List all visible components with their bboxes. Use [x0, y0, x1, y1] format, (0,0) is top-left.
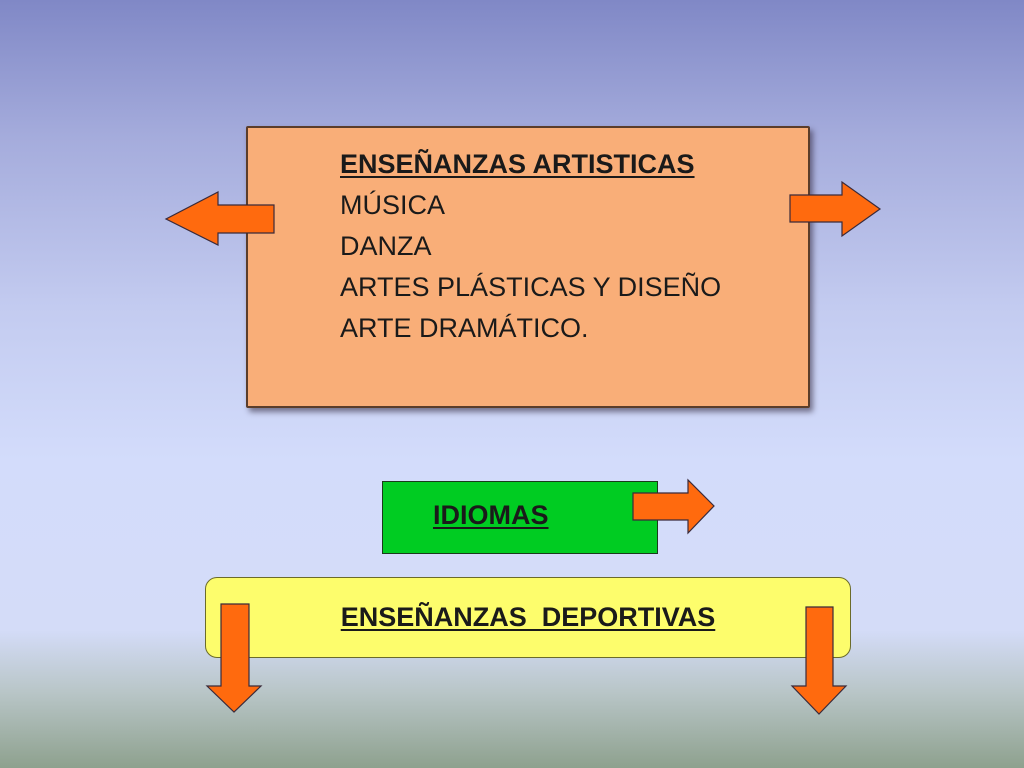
idiomas-right-arrow-icon	[632, 478, 715, 535]
artisticas-item-musica: MÚSICA	[340, 190, 446, 220]
idiomas-label: IDIOMAS	[433, 500, 549, 530]
artisticas-item-artes-plasticas: ARTES PLÁSTICAS Y DISEÑO	[340, 272, 722, 302]
artisticas-item-arte-dramatico: ARTE DRAMÁTICO.	[340, 313, 589, 343]
artisticas-box: ENSEÑANZAS ARTISTICAS MÚSICA DANZA ARTES…	[246, 126, 810, 408]
deportivas-left-down-arrow-icon	[205, 603, 263, 713]
left-arrow-icon	[164, 191, 275, 246]
artisticas-text: ENSEÑANZAS ARTISTICAS MÚSICA DANZA ARTES…	[340, 144, 721, 349]
artisticas-heading: ENSEÑANZAS ARTISTICAS	[340, 149, 695, 179]
artisticas-item-danza: DANZA	[340, 231, 432, 261]
right-arrow-icon	[789, 180, 882, 238]
deportivas-label: ENSEÑANZAS DEPORTIVAS	[340, 602, 716, 632]
deportivas-box: ENSEÑANZAS DEPORTIVAS	[205, 577, 851, 658]
deportivas-right-down-arrow-icon	[790, 606, 848, 715]
idiomas-box: IDIOMAS	[382, 481, 658, 554]
